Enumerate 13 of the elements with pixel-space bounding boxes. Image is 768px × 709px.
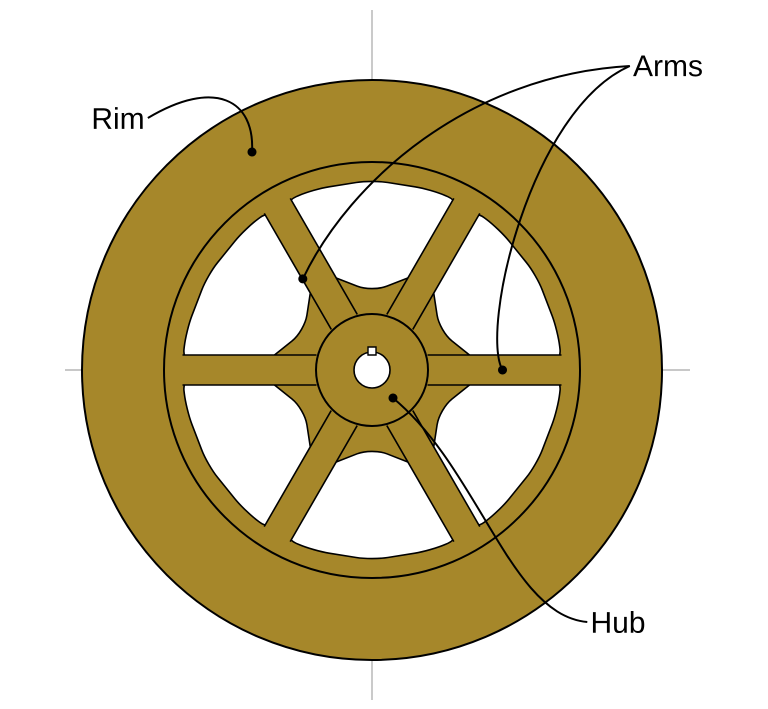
arm-spoke <box>386 410 480 542</box>
leader-line <box>496 65 630 374</box>
part-label: Arms <box>633 56 702 76</box>
leader-line <box>388 394 588 623</box>
arm-spoke <box>386 198 480 330</box>
arm-spoke <box>264 410 358 542</box>
arm-spoke <box>264 198 358 330</box>
arm-spoke <box>428 354 562 386</box>
part-label: Rim <box>94 107 143 129</box>
leader-line <box>147 96 256 156</box>
leader-line <box>298 65 630 284</box>
part-label: Hub <box>592 610 644 634</box>
arm-spoke <box>182 354 316 386</box>
